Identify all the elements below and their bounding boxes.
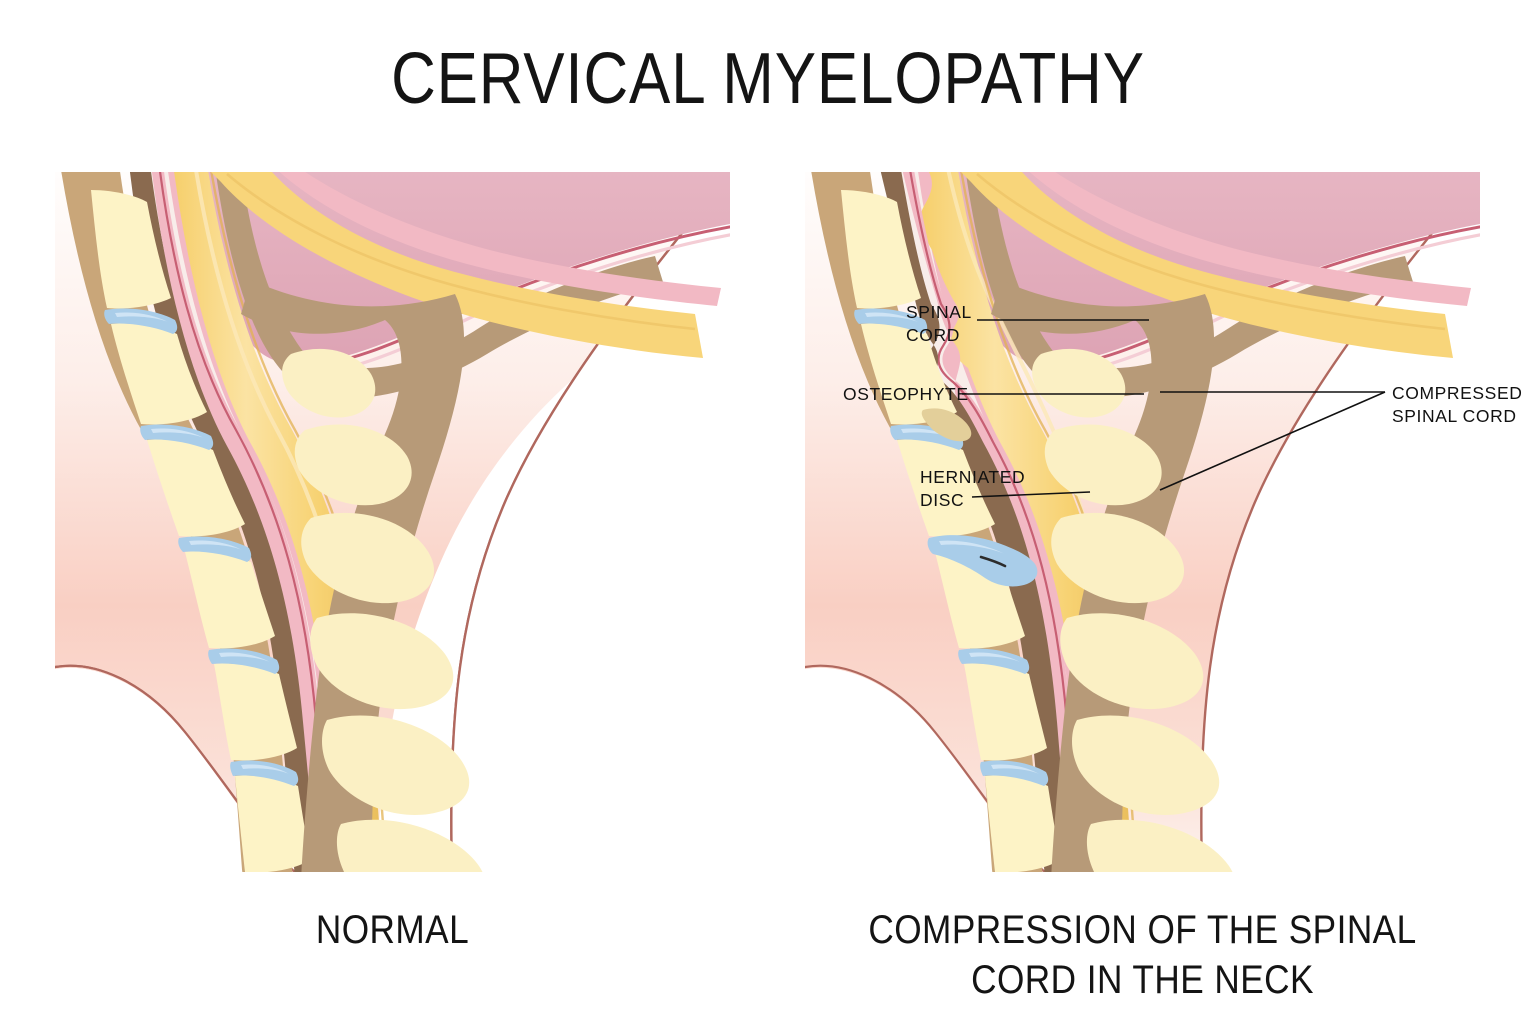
- spinous-process: [1072, 715, 1220, 815]
- label-compressed-spinal-cord: COMPRESSED SPINAL CORD: [1392, 383, 1523, 426]
- vertebral-bodies: [91, 190, 310, 872]
- disc-highlight: [901, 428, 954, 438]
- spinous-processes: [241, 280, 483, 872]
- disc-highlight: [219, 652, 270, 662]
- intervertebral-discs: [104, 308, 299, 786]
- brainstem-highlight: [976, 173, 1446, 331]
- disc-highlight: [991, 764, 1039, 774]
- spinous-process: [294, 424, 412, 506]
- disc-highlight: [115, 312, 168, 322]
- label-osteophyte: OSTEOPHYTE: [843, 384, 969, 404]
- herniated-disc: [927, 535, 1038, 587]
- spinous-process: [322, 715, 470, 815]
- spinous-process: [310, 613, 454, 710]
- spinous-process: [282, 348, 376, 418]
- disc-highlight: [865, 312, 918, 322]
- brainstem-highlight: [226, 173, 696, 331]
- vertebra-body: [985, 775, 1060, 872]
- vertebra-body: [91, 190, 171, 309]
- anterior-dura-pink-wavy: [902, 172, 1083, 872]
- vertebra-body: [897, 439, 995, 537]
- brainstem-dura: [1029, 172, 1471, 306]
- caption-normal: NORMAL: [315, 908, 470, 952]
- spinous-process: [1086, 819, 1233, 872]
- label-herniated-disc: HERNIATED DISC: [920, 467, 1026, 510]
- spinous-process: [1044, 424, 1162, 506]
- intervertebral-discs: [854, 308, 1049, 786]
- vertebra-body: [185, 551, 275, 649]
- panel-normal-spine: [55, 172, 730, 872]
- vertebra-body: [111, 323, 207, 425]
- disc-highlight: [189, 540, 242, 550]
- spinous-process: [1051, 512, 1185, 604]
- spinous-process: [301, 512, 435, 604]
- vertebra-body: [861, 323, 957, 425]
- brainstem-continuation: [961, 172, 1453, 358]
- disc-highlight: [241, 764, 289, 774]
- brainstem-continuation: [211, 172, 703, 358]
- osteophyte: [921, 408, 972, 442]
- spinous-process: [1060, 613, 1204, 710]
- label-spinal-cord: SPINAL CORD: [906, 302, 972, 345]
- herniated-disc-highlight: [939, 540, 1005, 554]
- herniated-disc-fissure: [979, 555, 1007, 568]
- anterior-outside-fill: [55, 667, 293, 872]
- vertebra-body: [841, 190, 921, 309]
- vertebra-body: [235, 775, 310, 872]
- caption-compressed: COMPRESSION OF THE SPINAL CORD IN THE NE…: [868, 908, 1417, 1002]
- disc-highlight: [151, 428, 204, 438]
- page-title: CERVICAL MYELOPATHY: [391, 39, 1145, 119]
- panel-compressed-spine: [805, 172, 1480, 872]
- brainstem-dura: [279, 172, 721, 306]
- anterior-dura-pink: [151, 172, 332, 872]
- vertebra-body: [147, 439, 245, 537]
- vertebra-body: [964, 663, 1047, 761]
- spinous-process: [336, 819, 483, 872]
- spinous-process: [1032, 348, 1126, 418]
- vertebra-body: [214, 663, 297, 761]
- anterior-outside-fill: [805, 667, 1043, 872]
- spinous-processes: [991, 280, 1233, 872]
- disc-highlight: [969, 652, 1020, 662]
